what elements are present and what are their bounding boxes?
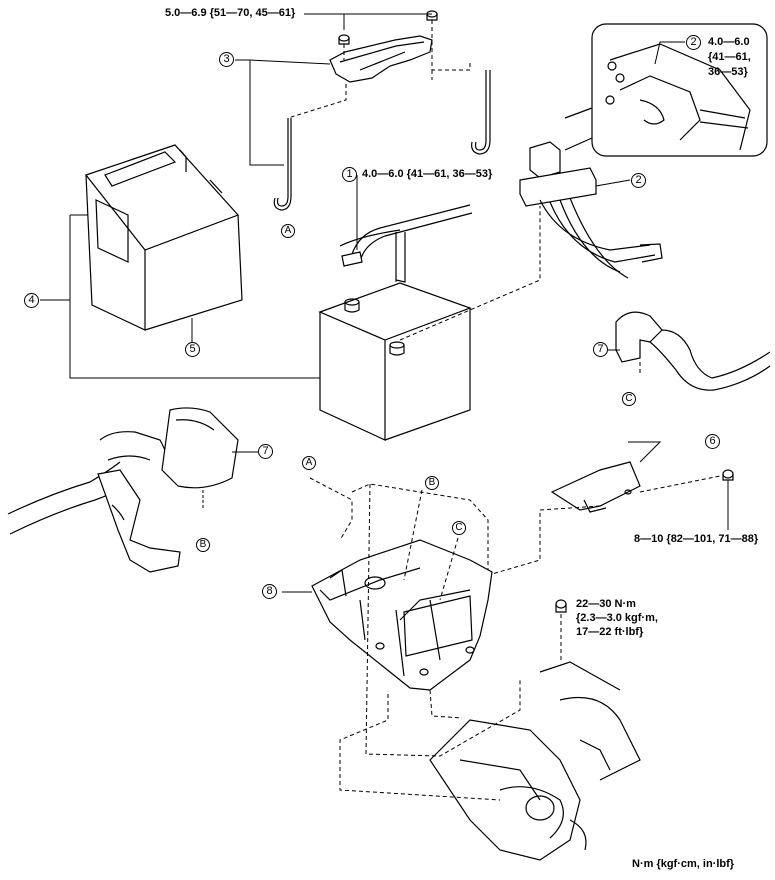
- battery-clamp: [329, 35, 433, 83]
- battery: [318, 282, 472, 441]
- torque-spec-negative-terminal: 4.0—6.0 {41—61, 36—53}: [362, 168, 493, 180]
- battery-bracket: [550, 461, 734, 513]
- clamp-bolt-left: [338, 34, 350, 45]
- callout-2: 2: [631, 173, 646, 188]
- torque-spec-tray-bolt-l1: 22—30 N·m: [576, 598, 636, 610]
- hook-rod-right: [471, 70, 491, 155]
- detail-inset: [564, 23, 768, 157]
- callout-2-inset: 2: [686, 35, 701, 50]
- ref-letter-C-tray: C: [452, 521, 466, 535]
- negative-battery-cable: [339, 204, 473, 283]
- torque-spec-bracket-bolt: 8—10 {82—101, 71—88}: [634, 533, 759, 545]
- battery-negative-terminal: [344, 298, 360, 313]
- battery-terminal-clamp-left: [7, 407, 239, 573]
- battery-cover: [85, 144, 243, 331]
- positive-cable-connector: [519, 141, 663, 279]
- torque-spec-positive-terminal-l2: {41—61,: [708, 51, 751, 63]
- torque-spec-positive-terminal-l3: 36—53}: [708, 66, 748, 78]
- battery-terminal-clamp-right: [615, 311, 771, 391]
- assembly-guide-lines: [287, 20, 721, 801]
- ref-letter-A-tray: A: [302, 456, 316, 470]
- callout-7-right: 7: [593, 342, 608, 357]
- callout-4: 4: [24, 293, 39, 308]
- callout-5: 5: [185, 342, 200, 357]
- battery-tray: [311, 539, 493, 691]
- ref-letter-C-clamp: C: [622, 392, 636, 406]
- callout-3: 3: [219, 52, 234, 67]
- torque-spec-clamp-bolts: 5.0—6.9 {51—70, 45—61}: [165, 7, 296, 19]
- ref-letter-B-tray: B: [425, 476, 439, 490]
- battery-positive-terminal: [389, 341, 405, 356]
- engine-mount-bracket: [429, 661, 641, 861]
- callout-6: 6: [705, 434, 720, 449]
- bracket-bolt: [722, 469, 734, 481]
- torque-spec-tray-bolt-l2: {2.3—3.0 kgf·m,: [576, 612, 658, 624]
- hook-rod-left: [273, 118, 292, 211]
- leader-lines: [40, 41, 729, 593]
- callout-1: 1: [342, 167, 357, 182]
- clamp-bolt-right: [426, 10, 438, 21]
- callout-7-left: 7: [258, 444, 273, 459]
- torque-spec-positive-terminal-l1: 4.0—6.0: [708, 36, 750, 48]
- torque-units-legend: N·m {kgf·cm, in·lbf}: [632, 858, 735, 870]
- tray-bolt: [555, 599, 567, 613]
- ref-letter-B-clamp: B: [196, 538, 210, 552]
- torque-spec-tray-bolt-l3: 17—22 ft·lbf}: [576, 626, 644, 638]
- ref-letter-A-hook: A: [281, 224, 295, 238]
- callout-8: 8: [262, 584, 277, 599]
